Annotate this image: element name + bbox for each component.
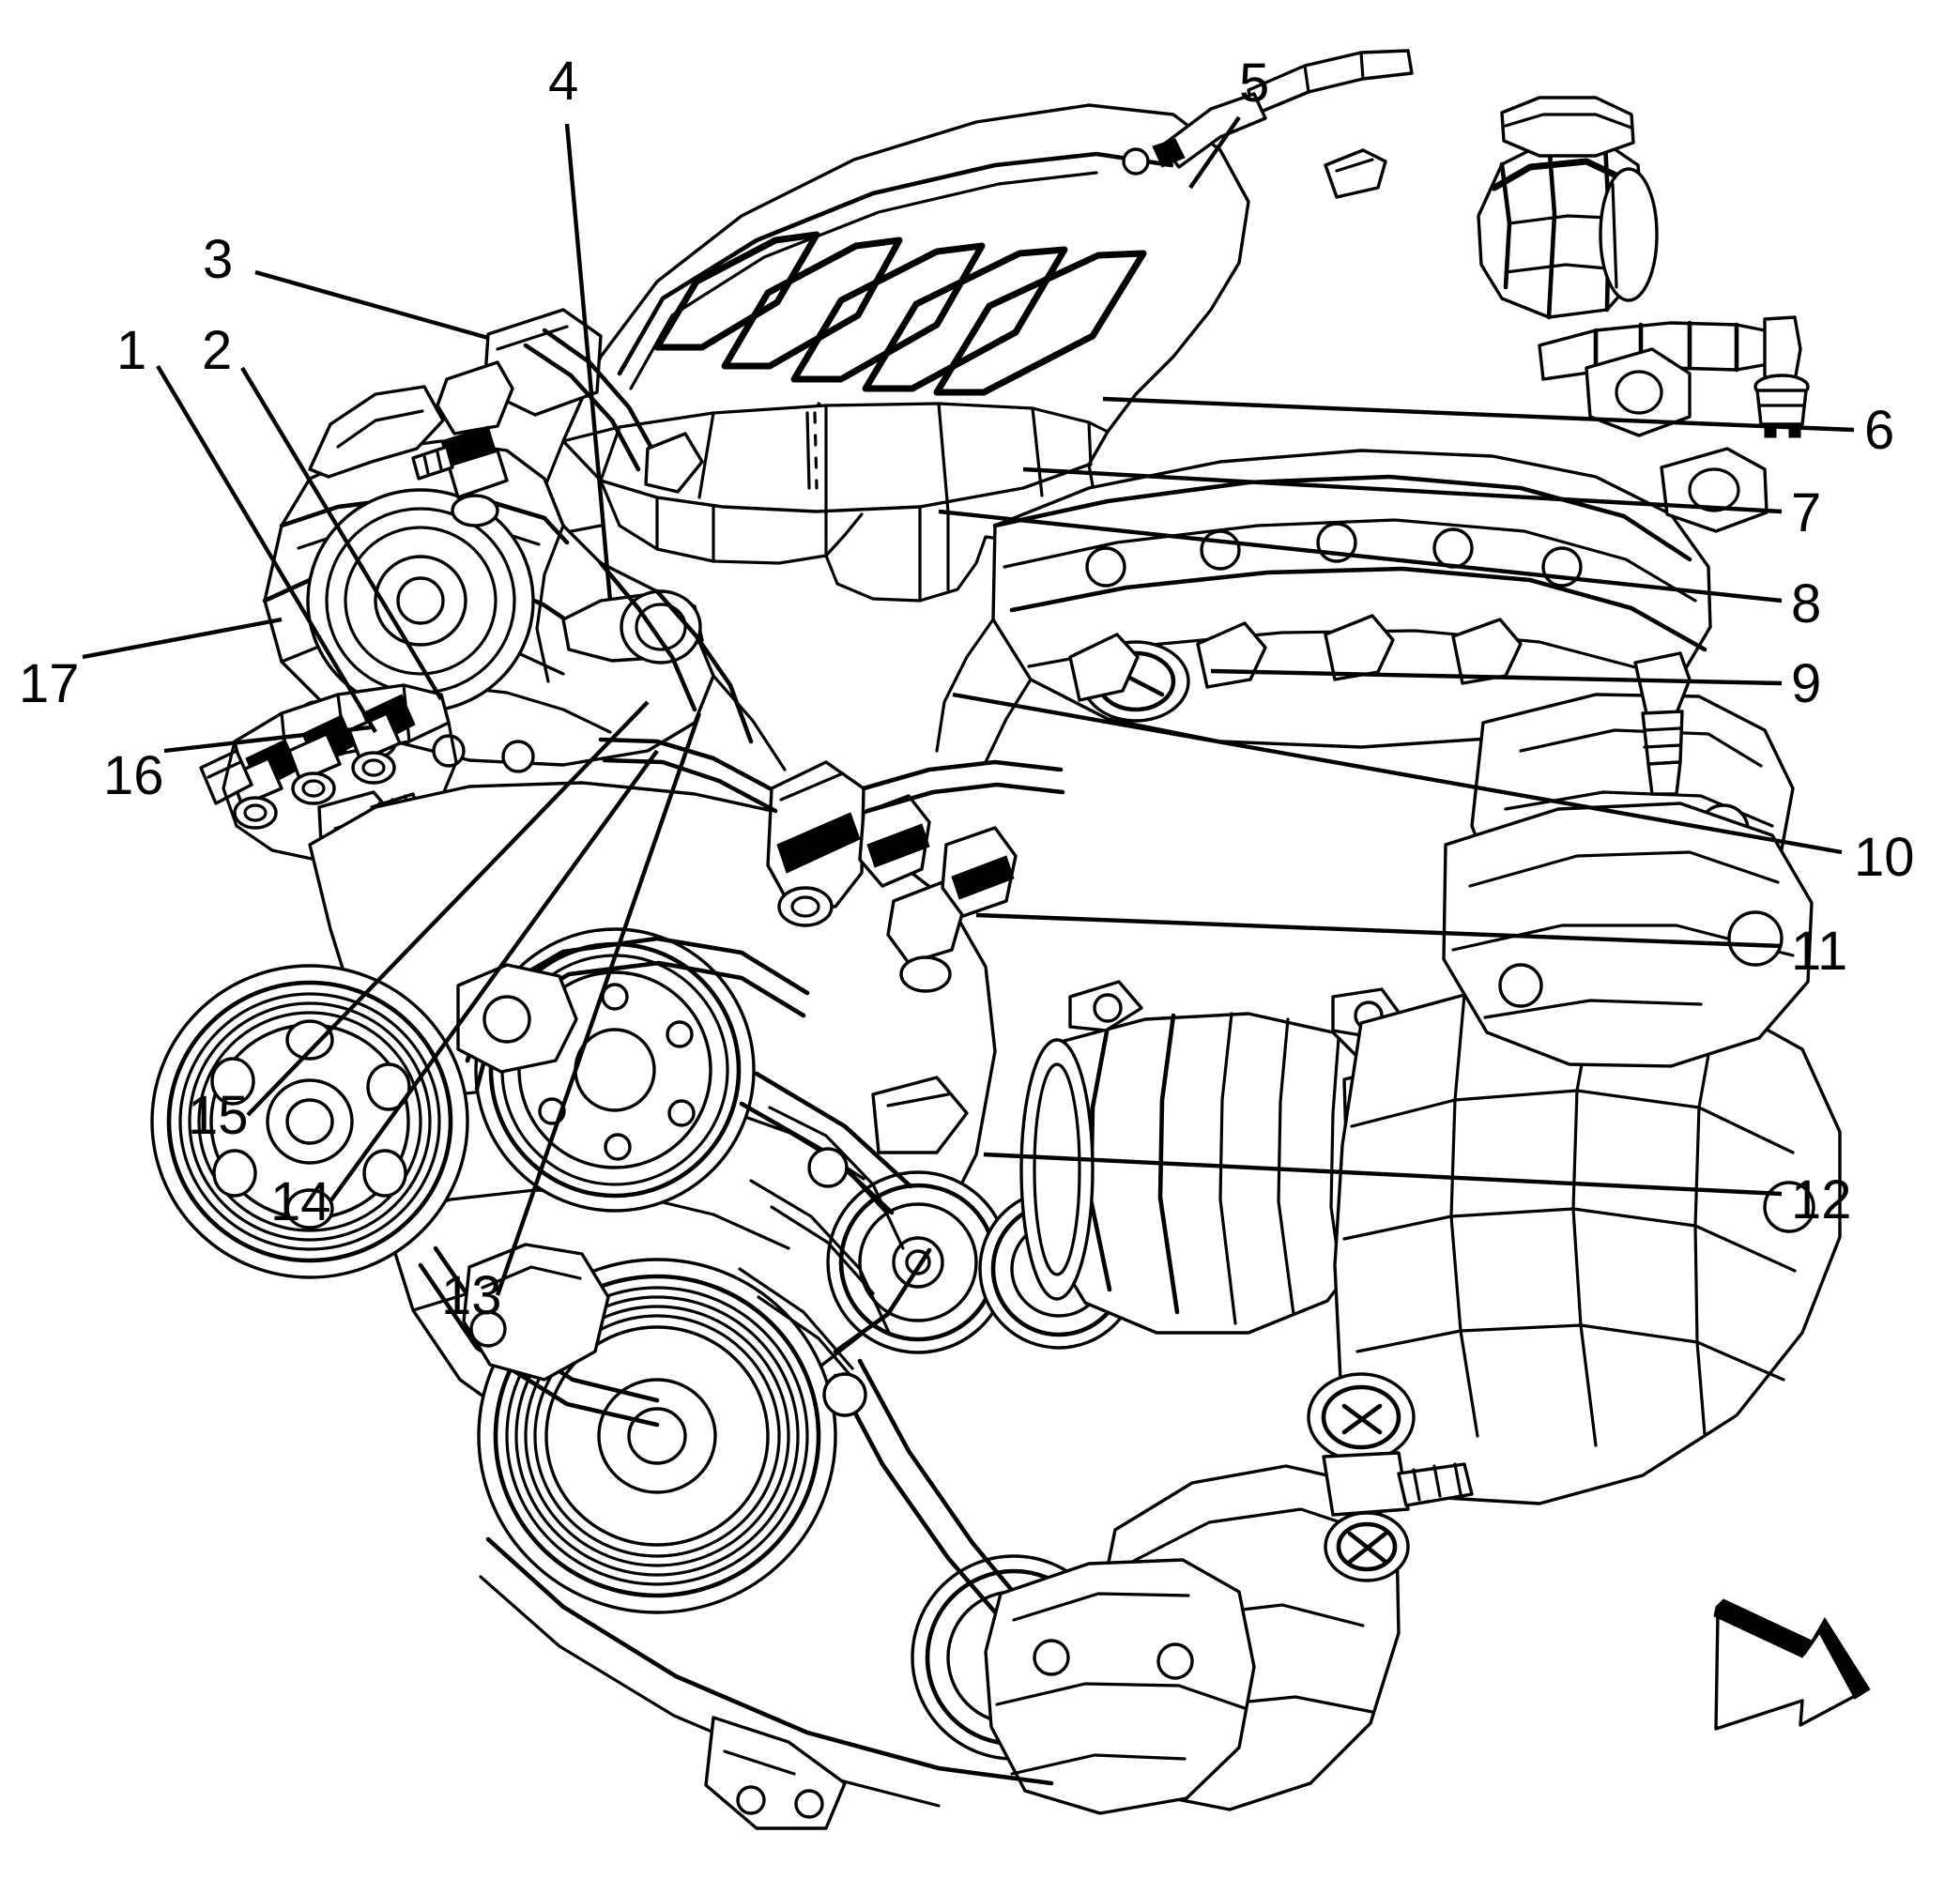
left-sensor-cluster bbox=[199, 683, 458, 863]
oxygen-sensor bbox=[1633, 651, 1692, 796]
callout-leader-5 bbox=[1188, 115, 1241, 190]
callout-number-1: 1 bbox=[116, 320, 147, 381]
starter-solenoid bbox=[1307, 1372, 1416, 1582]
callout-leader-14 bbox=[329, 749, 659, 1203]
callout-number-9: 9 bbox=[1791, 653, 1822, 714]
intake-runners bbox=[535, 524, 1033, 771]
callout-leader-15 bbox=[246, 700, 650, 1117]
front-bracket-connector bbox=[411, 308, 603, 527]
intake-manifold-cover bbox=[543, 103, 1250, 603]
callout-number-3: 3 bbox=[203, 229, 234, 290]
callout-leader-3 bbox=[254, 269, 489, 341]
callout-leader-16 bbox=[163, 725, 372, 754]
sensor-body-c bbox=[347, 694, 416, 785]
callout-number-16: 16 bbox=[103, 745, 164, 806]
callout-leader-11 bbox=[975, 912, 1783, 949]
callout-number-2: 2 bbox=[202, 320, 233, 381]
ac-compressor-body bbox=[984, 1558, 1256, 1815]
intake-air-duct bbox=[1122, 49, 1414, 176]
callout-number-7: 7 bbox=[1791, 482, 1822, 543]
oil-pan-rail bbox=[479, 1536, 1054, 1830]
ignition-coil-front-bank bbox=[598, 737, 1065, 993]
callout-leader-9 bbox=[1210, 668, 1783, 686]
callout-number-8: 8 bbox=[1791, 573, 1822, 634]
orientation-arrow bbox=[1713, 1598, 1871, 1731]
callout-number-13: 13 bbox=[441, 1265, 502, 1326]
pcv-valve bbox=[1753, 315, 1810, 438]
accessory-bracket bbox=[738, 1076, 969, 1417]
callout-number-4: 4 bbox=[548, 51, 579, 112]
lower-left-mount-bracket bbox=[456, 963, 610, 1382]
callout-leader-7 bbox=[1022, 466, 1783, 514]
water-pump-housing bbox=[306, 488, 535, 713]
callout-leader-6 bbox=[1102, 396, 1855, 433]
callout-number-10: 10 bbox=[1854, 827, 1915, 888]
sensor-body-a bbox=[229, 739, 299, 830]
callout-number-12: 12 bbox=[1791, 1169, 1852, 1230]
callout-leader-13 bbox=[495, 712, 702, 1296]
callout-leader-10 bbox=[952, 692, 1843, 855]
callout-number-11: 11 bbox=[1791, 921, 1848, 982]
callout-leader-1 bbox=[156, 364, 377, 734]
callout-number-17: 17 bbox=[19, 653, 80, 714]
callout-leader-12 bbox=[983, 1152, 1783, 1197]
callout-number-14: 14 bbox=[270, 1171, 331, 1232]
callout-leader-17 bbox=[82, 617, 283, 660]
callout-number-15: 15 bbox=[188, 1085, 249, 1146]
right-lower-manifold bbox=[1442, 802, 1814, 1068]
callout-leader-2 bbox=[240, 366, 443, 701]
callout-number-6: 6 bbox=[1864, 400, 1895, 461]
power-steering-pulley bbox=[150, 964, 469, 1279]
transmission-bellhousing bbox=[1333, 984, 1842, 1505]
callout-leader-4 bbox=[564, 123, 613, 602]
callout-number-5: 5 bbox=[1239, 53, 1270, 114]
callout-leader-8 bbox=[938, 509, 1783, 603]
